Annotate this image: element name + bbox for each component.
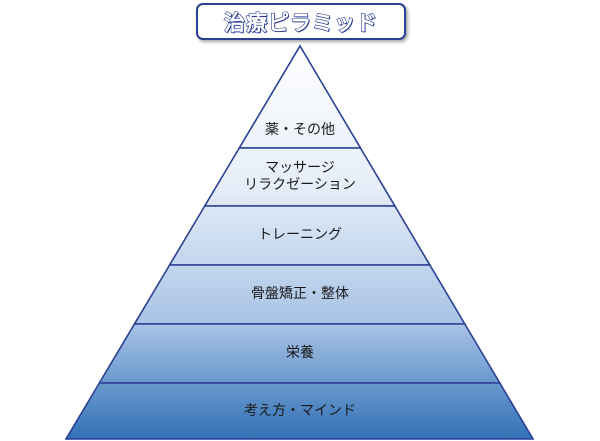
tier-label-line: マッサージ: [265, 160, 335, 176]
tier-label-4: 骨盤矯正・整体: [0, 286, 600, 303]
tier-label-line: 考え方・マインド: [244, 402, 356, 419]
tier-label-2: マッサージリラクゼーション: [0, 160, 600, 194]
tier-label-3: トレーニング: [0, 227, 600, 244]
pyramid-tier-6: [64, 382, 535, 440]
tier-label-5: 栄養: [0, 345, 600, 362]
tier-label-1: 薬・その他: [0, 122, 600, 139]
tier-label-line: 薬・その他: [265, 121, 335, 138]
title-box: 治療ピラミッド: [196, 3, 406, 40]
tier-label-line: トレーニング: [258, 227, 342, 243]
tier-label-line: リラクゼーション: [244, 177, 356, 193]
tier-label-line: 栄養: [286, 345, 314, 361]
tier-label-line: 骨盤矯正・整体: [251, 286, 349, 302]
tier-label-6: 考え方・マインド: [0, 403, 600, 420]
diagram-title: 治療ピラミッド: [223, 10, 378, 35]
